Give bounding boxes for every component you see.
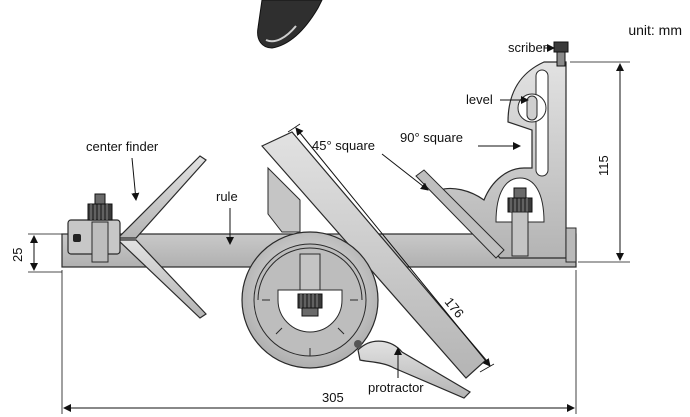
- background-object-highlight: [265, 25, 297, 43]
- label-rule: rule: [216, 189, 238, 204]
- dim-176-ext-bottom: [479, 363, 495, 373]
- dim-115-text: 115: [596, 155, 611, 176]
- unit-label: unit: mm: [628, 22, 682, 38]
- dim-25-text: 25: [10, 248, 25, 262]
- label-center-finder: center finder: [86, 139, 159, 154]
- dim-305-text: 305: [322, 390, 344, 405]
- leader-center-finder: [131, 157, 140, 201]
- dim-176-line: [295, 127, 491, 367]
- label-90-square: 90° square: [400, 130, 463, 145]
- background-object: [257, 0, 323, 49]
- square-head: [415, 41, 577, 263]
- label-protractor: protractor: [368, 380, 424, 395]
- center-finder-head: [67, 155, 207, 319]
- label-scriber: scriber: [508, 40, 548, 55]
- label-45-square: 45° square: [312, 138, 375, 153]
- label-level: level: [466, 92, 493, 107]
- dim-176-ext-top: [287, 123, 301, 133]
